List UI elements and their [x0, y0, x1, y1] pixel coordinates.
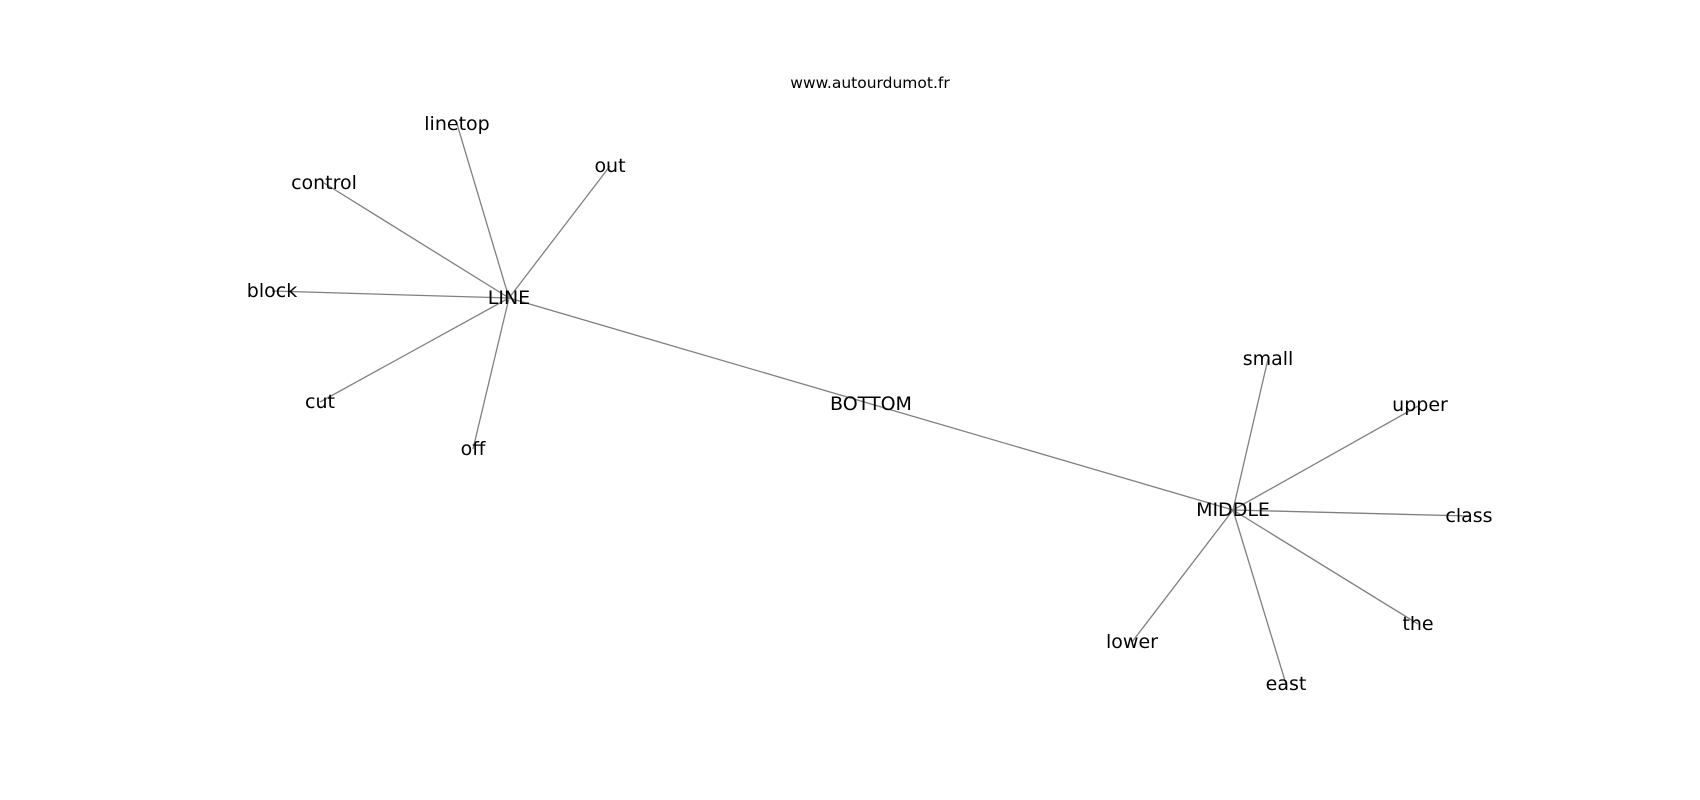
edge-middle-small [1232, 358, 1269, 511]
edge-line-cut [319, 297, 510, 403]
edge-middle-upper [1232, 404, 1421, 511]
node-east: east [1266, 673, 1307, 695]
node-block: block [247, 280, 297, 302]
node-control: control [291, 172, 357, 194]
node-lower: lower [1106, 631, 1158, 653]
edge-middle-east [1232, 509, 1287, 685]
edge-line-off [472, 297, 510, 450]
watermark: www.autourdumot.fr [790, 74, 950, 92]
node-cut: cut [305, 391, 335, 413]
edge-middle-class [1232, 509, 1470, 517]
graph-labels: LINE BOTTOM MIDDLE linetop out control block cu… [247, 113, 1493, 695]
edge-bottom-middle [870, 403, 1234, 511]
node-class: class [1445, 505, 1492, 527]
edge-line-bottom [508, 297, 872, 405]
node-middle: MIDDLE [1196, 499, 1270, 521]
node-out: out [594, 155, 625, 177]
node-upper: upper [1392, 394, 1448, 416]
node-linetop: linetop [424, 113, 489, 135]
node-the: the [1402, 613, 1433, 635]
edge-line-block [271, 290, 510, 299]
edge-line-linetop [456, 123, 510, 299]
node-bottom: BOTTOM [830, 393, 912, 415]
graph-edges [271, 123, 1470, 685]
edge-line-control [323, 182, 510, 299]
edge-middle-the [1232, 509, 1419, 625]
node-small: small [1243, 348, 1294, 370]
node-off: off [461, 438, 487, 460]
edge-line-out [508, 165, 611, 299]
node-line: LINE [488, 287, 530, 309]
edge-middle-lower [1131, 509, 1234, 643]
